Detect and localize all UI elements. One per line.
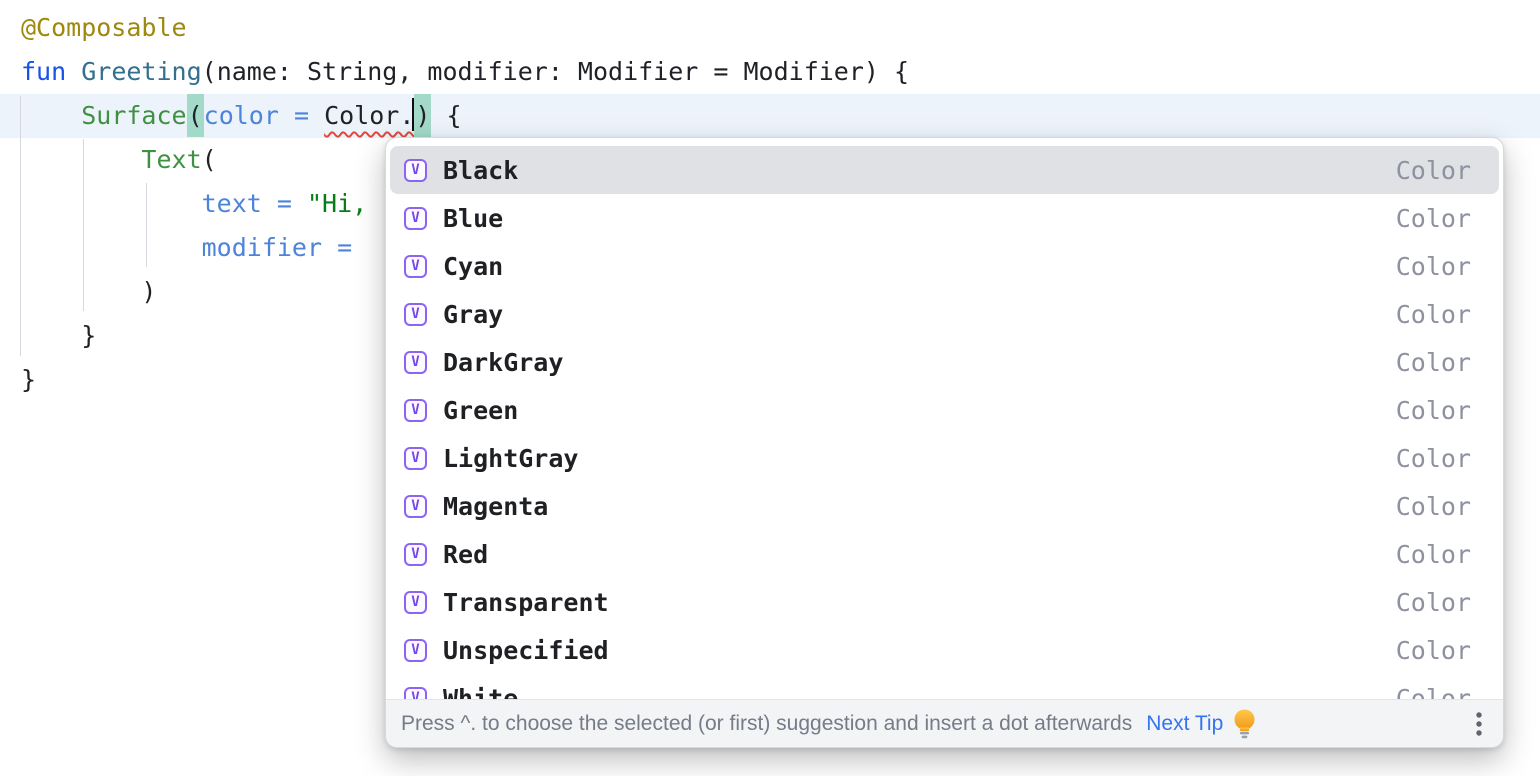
completion-item-lightgray[interactable]: V LightGray Color	[390, 434, 1499, 482]
completion-item-type: Color	[1395, 539, 1471, 569]
completion-item-type: Color	[1395, 299, 1471, 329]
completion-item-type: Color	[1395, 587, 1471, 617]
code-line: )	[21, 270, 909, 314]
code-line: }	[21, 358, 909, 402]
code-token: (	[201, 145, 217, 174]
completion-item-label: Cyan	[443, 251, 504, 281]
value-icon: V	[404, 638, 427, 662]
completion-item-label: Gray	[443, 299, 504, 329]
indent-guide	[83, 139, 84, 311]
indent-guide	[20, 96, 21, 356]
completion-item-type: Color	[1395, 635, 1471, 665]
code-token: (	[186, 94, 204, 137]
completion-item-type: Color	[1395, 251, 1471, 281]
code-line: }	[21, 314, 909, 358]
completion-item-darkgray[interactable]: V DarkGray Color	[390, 338, 1499, 386]
more-options-button[interactable]	[1475, 710, 1483, 738]
value-icon: V	[404, 302, 427, 326]
completion-item-label: Transparent	[443, 587, 609, 617]
code-token: color =	[203, 101, 309, 130]
caret-line-highlight	[0, 94, 1540, 138]
completion-hint-bar: Press ^. to choose the selected (or firs…	[386, 699, 1503, 747]
code-token	[21, 233, 202, 262]
completion-item-blue[interactable]: V Blue Color	[390, 194, 1499, 242]
completion-item-transparent[interactable]: V Transparent Color	[390, 578, 1499, 626]
completion-item-label: Blue	[443, 203, 504, 233]
code-line: @Composable	[21, 6, 909, 50]
code-token	[292, 189, 307, 218]
code-token	[21, 189, 202, 218]
completion-item-type: Color	[1395, 395, 1471, 425]
value-icon: V	[404, 158, 427, 182]
code-token: Greeting	[81, 57, 202, 86]
completion-item-type: Color	[1395, 491, 1471, 521]
completion-item-red[interactable]: V Red Color	[390, 530, 1499, 578]
completion-item-type: Color	[1395, 347, 1471, 377]
code-token	[309, 101, 324, 130]
code-token: )	[414, 94, 432, 137]
code-line: fun Greeting(name: String, modifier: Mod…	[21, 50, 909, 94]
completion-item-type: Color	[1395, 203, 1471, 233]
code-line: Text(	[21, 138, 909, 182]
completion-item-green[interactable]: V Green Color	[390, 386, 1499, 434]
value-icon: V	[404, 206, 427, 230]
code-line: Surface(color = Color.) {	[21, 94, 909, 138]
completion-item-label: Red	[443, 539, 489, 569]
code-token	[21, 145, 141, 174]
code-token: "Hi,	[307, 189, 368, 218]
completion-item-cyan[interactable]: V Cyan Color	[390, 242, 1499, 290]
value-icon: V	[404, 398, 427, 422]
value-icon: V	[404, 542, 427, 566]
completion-item-type: Color	[1395, 443, 1471, 473]
code-token: @Composable	[21, 13, 187, 42]
completion-item-unspecified[interactable]: V Unspecified Color	[390, 626, 1499, 674]
completion-item-gray[interactable]: V Gray Color	[390, 290, 1499, 338]
indent-guide	[146, 183, 147, 267]
code-token: Text	[141, 145, 202, 174]
kebab-icon	[1476, 711, 1482, 736]
code-token: {	[431, 101, 462, 130]
code-token: )	[21, 277, 157, 306]
code-token	[21, 101, 81, 130]
next-tip-link[interactable]: Next Tip	[1146, 711, 1224, 735]
completion-item-label: Green	[443, 395, 519, 425]
value-icon: V	[404, 590, 427, 614]
code-token: }	[21, 321, 97, 350]
code-line: text = "Hi,	[21, 182, 909, 226]
completion-item-magenta[interactable]: V Magenta Color	[390, 482, 1499, 530]
code-token: Surface	[81, 101, 187, 130]
completion-item-label: Black	[443, 155, 519, 185]
code-token	[352, 233, 367, 262]
completion-item-label: DarkGray	[443, 347, 564, 377]
code-token	[66, 57, 81, 86]
code-token: text =	[201, 189, 292, 218]
value-icon: V	[404, 254, 427, 278]
completion-item-label: LightGray	[443, 443, 579, 473]
completion-item-type: Color	[1395, 155, 1471, 185]
code-line: modifier =	[21, 226, 909, 270]
hint-text: Press ^. to choose the selected (or firs…	[401, 711, 1133, 735]
completion-item-label: Unspecified	[443, 635, 609, 665]
value-icon: V	[404, 494, 427, 518]
value-icon: V	[404, 350, 427, 374]
code-area: @Composable fun Greeting(name: String, mo…	[21, 6, 909, 402]
completion-item-label: Magenta	[443, 491, 549, 521]
value-icon: V	[404, 446, 427, 470]
code-token: fun	[21, 57, 67, 86]
completion-item-black[interactable]: V Black Color	[390, 146, 1499, 194]
lightbulb-icon	[1234, 709, 1255, 738]
code-token: (name: String, modifier: Modifier = Modi…	[201, 57, 910, 86]
code-token: modifier =	[201, 233, 353, 262]
unresolved-reference-token: Color.	[324, 101, 415, 130]
code-token: }	[21, 365, 37, 394]
